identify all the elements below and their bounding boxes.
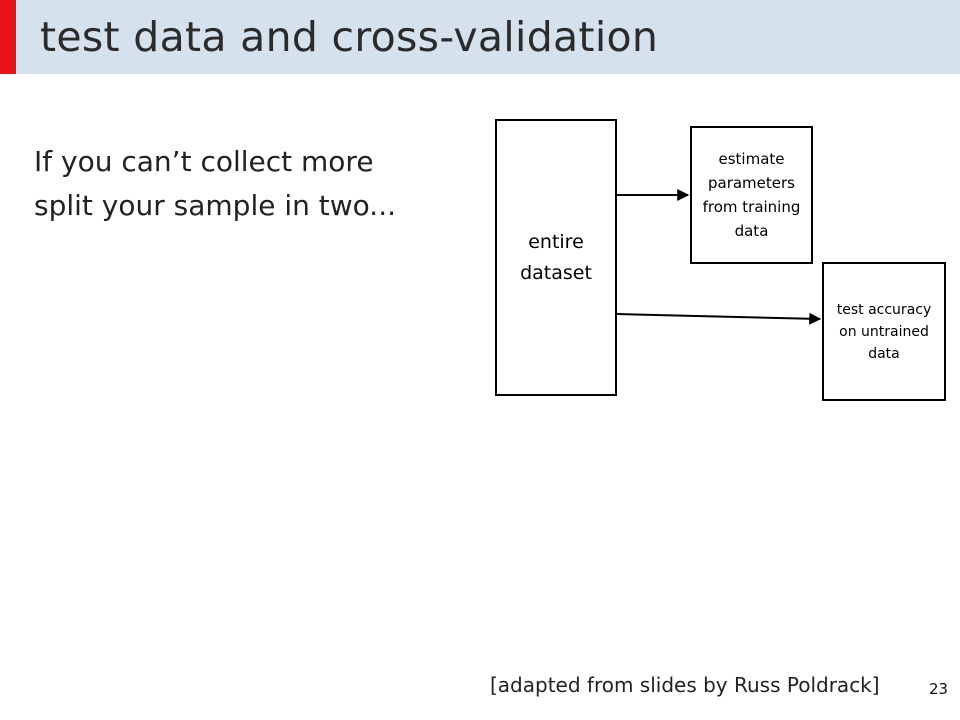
slide-title: test data and cross-validation (40, 13, 659, 61)
test-box: test accuracy on untrained data (822, 262, 946, 401)
body-line-1: If you can’t collect more (34, 145, 374, 178)
entire-dataset-box: entire dataset (495, 119, 617, 396)
training-box: estimate parameters from training data (690, 126, 813, 264)
title-accent-bar (0, 0, 16, 74)
body-text: If you can’t collect more split your sam… (34, 140, 396, 228)
entire-dataset-label: entire dataset (520, 230, 592, 284)
test-box-label: test accuracy on untrained data (836, 301, 932, 362)
page-number: 23 (929, 680, 949, 698)
training-box-label: estimate parameters from training data (702, 150, 801, 240)
body-line-2: split your sample in two... (34, 189, 397, 222)
title-bar (0, 0, 960, 74)
source-credit: [adapted from slides by Russ Poldrack] (490, 673, 880, 697)
arrow-to-test (616, 312, 822, 325)
